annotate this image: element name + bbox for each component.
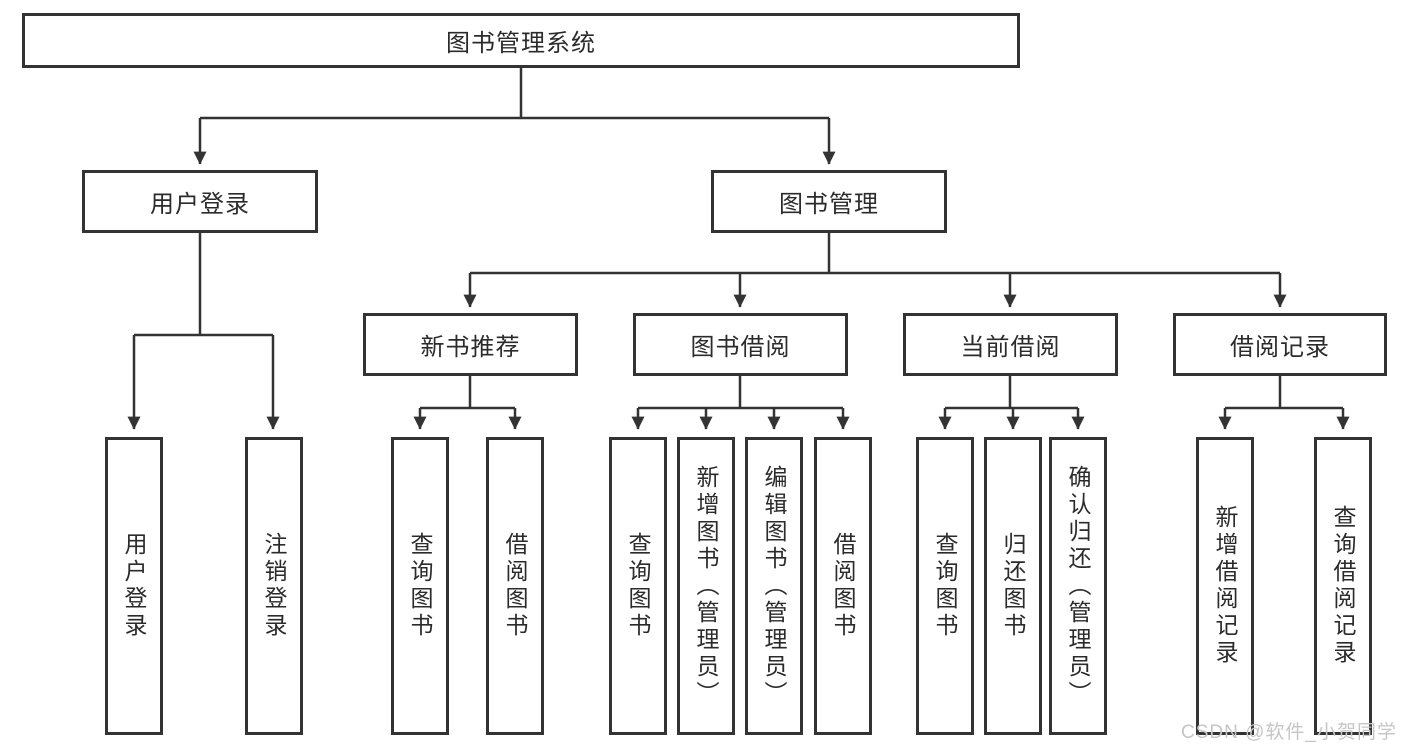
- leaf-confirm-return-admin: 确认归还（管理员）: [1049, 437, 1107, 735]
- node-book-management: 图书管理: [711, 170, 947, 233]
- node-current-borrow-label: 当前借阅: [960, 334, 1061, 361]
- leaf-add-borrow-record: 新增借阅记录: [1196, 437, 1254, 735]
- node-root: 图书管理系统: [22, 13, 1020, 68]
- leaf-edit-books-admin: 编辑图书（管理员）: [745, 437, 803, 735]
- leaf-label: 注销登录: [261, 532, 287, 640]
- leaf-return-books: 归还图书: [984, 437, 1042, 735]
- leaf-label: 查询图书: [932, 532, 958, 640]
- leaf-user-login: 用户登录: [105, 437, 163, 735]
- node-user-login-label: 用户登录: [150, 191, 250, 218]
- leaf-label: 查询图书: [407, 532, 433, 640]
- leaf-label: 归还图书: [1000, 532, 1026, 640]
- leaf-query-books-recommend: 查询图书: [391, 437, 449, 735]
- node-current-borrow: 当前借阅: [903, 313, 1118, 376]
- node-new-book-recommend-label: 新书推荐: [420, 334, 521, 361]
- leaf-label: 查询图书: [625, 532, 651, 640]
- leaf-label: 新增图书（管理员）: [693, 464, 719, 708]
- leaf-add-books-admin: 新增图书（管理员）: [677, 437, 735, 735]
- node-book-management-label: 图书管理: [779, 191, 879, 218]
- leaf-label: 编辑图书（管理员）: [761, 464, 787, 708]
- node-user-login: 用户登录: [82, 170, 318, 233]
- leaf-borrow-books-recommend: 借阅图书: [486, 437, 544, 735]
- node-new-book-recommend: 新书推荐: [363, 313, 578, 376]
- csdn-watermark: CSDN @软件_小贺同学: [1181, 722, 1397, 743]
- leaf-query-books-borrow: 查询图书: [609, 437, 667, 735]
- leaf-logout: 注销登录: [245, 437, 303, 735]
- leaf-borrow-books: 借阅图书: [814, 437, 872, 735]
- node-borrow-record-label: 借阅记录: [1230, 334, 1330, 361]
- leaf-label: 查询借阅记录: [1330, 505, 1356, 667]
- leaf-label: 新增借阅记录: [1212, 505, 1238, 667]
- leaf-query-borrow-record: 查询借阅记录: [1314, 437, 1372, 735]
- leaf-query-books-current: 查询图书: [916, 437, 974, 735]
- node-book-borrow-label: 图书借阅: [690, 334, 791, 361]
- node-book-borrow: 图书借阅: [633, 313, 848, 376]
- leaf-label: 借阅图书: [830, 532, 856, 640]
- node-root-label: 图书管理系统: [446, 30, 596, 57]
- leaf-label: 用户登录: [121, 532, 147, 640]
- leaf-label: 借阅图书: [502, 532, 528, 640]
- node-borrow-record: 借阅记录: [1173, 313, 1387, 376]
- leaf-label: 确认归还（管理员）: [1065, 464, 1091, 708]
